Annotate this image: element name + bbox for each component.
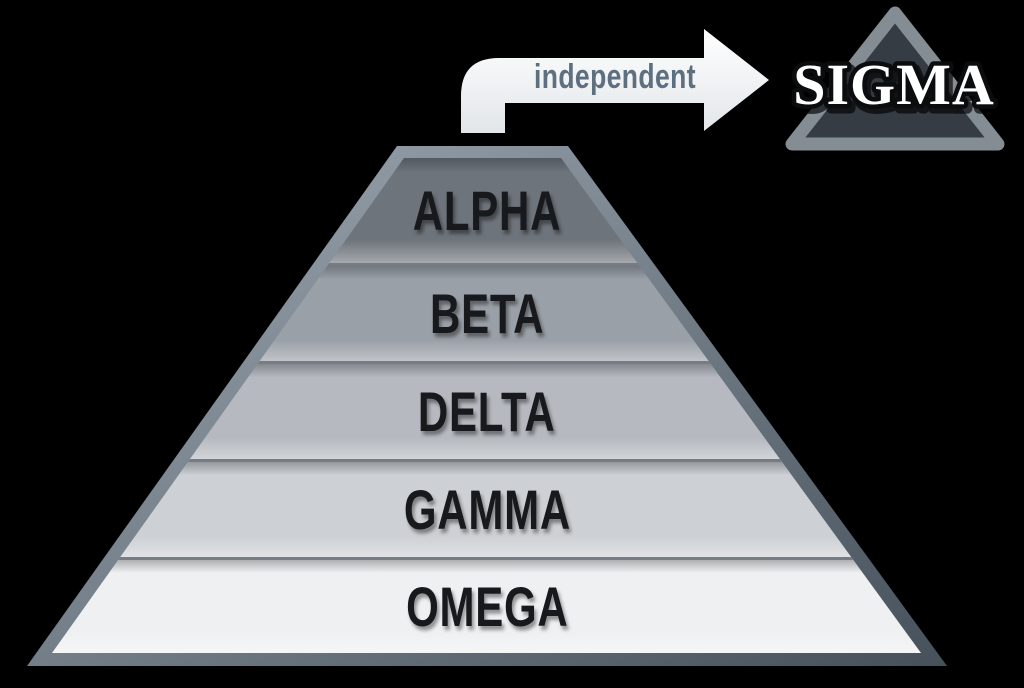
- pyramid-level-alpha-label: ALPHA: [412, 178, 562, 242]
- pyramid-level-omega: OMEGA: [52, 557, 921, 653]
- arrow-shape: [461, 29, 769, 133]
- pyramid-level-beta: BETA: [52, 263, 921, 361]
- pyramid-level-delta-label: DELTA: [418, 379, 556, 443]
- pyramid-body: ALPHA BETA DELTA GAMMA OMEGA: [52, 158, 921, 653]
- pyramid-level-omega-label: OMEGA: [405, 574, 569, 638]
- pyramid-level-beta-label: BETA: [429, 281, 545, 345]
- sigma-badge: SIGMA SIGMA: [785, 6, 1005, 151]
- sigma-label: SIGMA: [793, 52, 995, 117]
- pyramid-levels: ALPHA BETA DELTA GAMMA OMEGA: [52, 158, 921, 653]
- pyramid-level-alpha: ALPHA: [52, 158, 921, 263]
- sigma-label-shadow: SIGMA: [796, 56, 998, 121]
- sigma-triangle: [785, 6, 1005, 151]
- pyramid-level-delta: DELTA: [52, 361, 921, 459]
- independent-arrow-icon: [461, 29, 769, 133]
- pyramid: ALPHA BETA DELTA GAMMA OMEGA: [17, 140, 967, 676]
- arrow-label: independent: [534, 58, 696, 96]
- pyramid-level-gamma-label: GAMMA: [403, 477, 571, 541]
- pyramid-level-gamma: GAMMA: [52, 459, 921, 557]
